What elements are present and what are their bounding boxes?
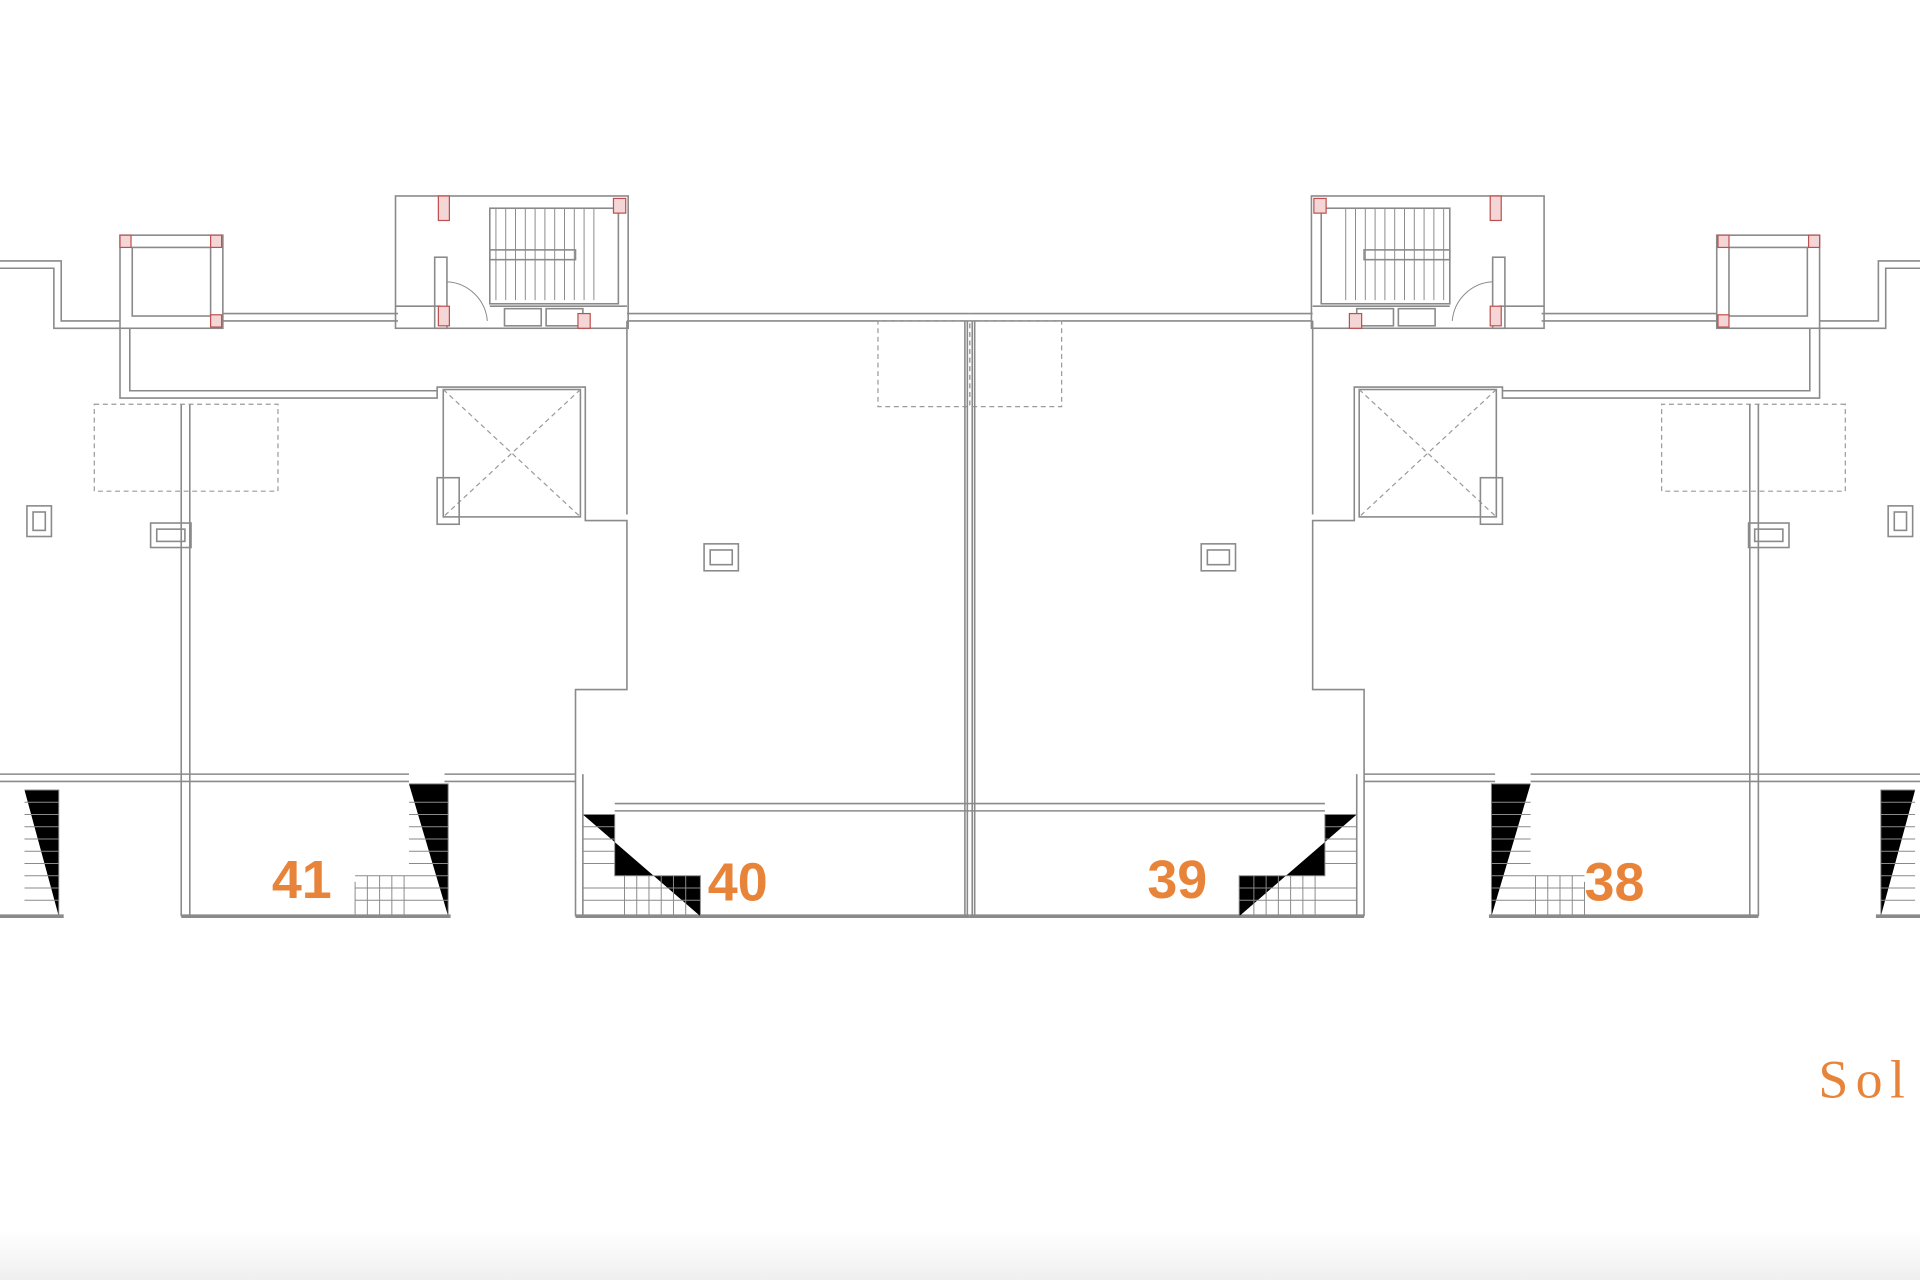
brand-text: Sol [1818, 1049, 1912, 1109]
right-wing [965, 194, 1920, 919]
unit-label-41: 41 [272, 850, 332, 910]
bottom-fade [0, 1230, 1920, 1280]
unit-label-40: 40 [708, 852, 768, 912]
left-wing [0, 194, 975, 919]
unit-label-39: 39 [1147, 850, 1207, 910]
unit-label-38: 38 [1584, 852, 1644, 912]
